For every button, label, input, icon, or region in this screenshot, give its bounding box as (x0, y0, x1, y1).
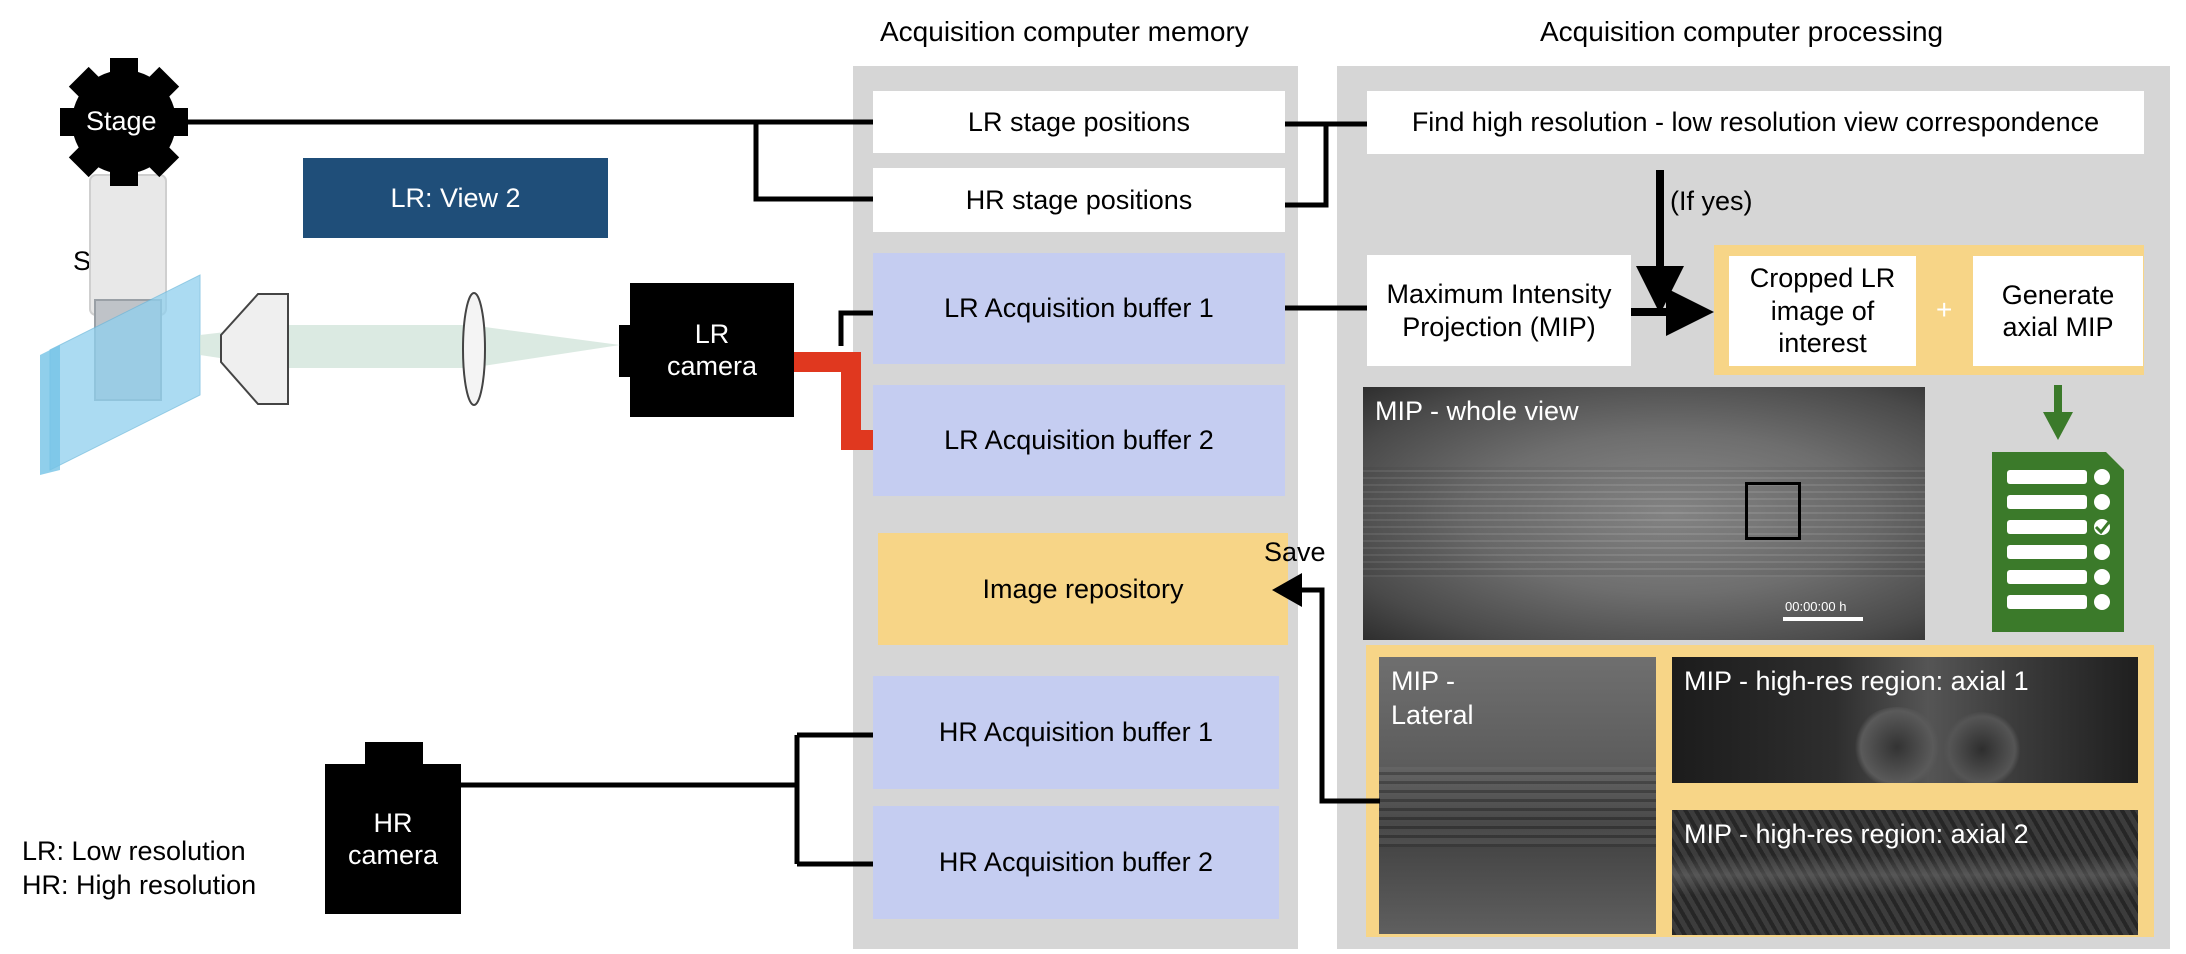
generate-axial-mip-box: Generate axial MIP (1973, 256, 2143, 366)
hr-stage-positions-box: HR stage positions (873, 168, 1285, 232)
lr-view-2-box: LR: View 2 (303, 158, 608, 238)
mip-axial-1-image: MIP - high-res region: axial 1 (1672, 657, 2138, 783)
mip-box: Maximum Intensity Projection (MIP) (1367, 255, 1631, 366)
save-arrow (1295, 587, 1380, 804)
save-label: Save (1264, 537, 1326, 567)
mip-axial-2-image: MIP - high-res region: axial 2 (1672, 810, 2138, 935)
processing-header: Acquisition computer processing (1540, 16, 1944, 47)
scale-bar (1783, 617, 1863, 621)
objective-lens (220, 293, 289, 405)
find-correspondence-box: Find high resolution - low resolution vi… (1367, 91, 2144, 154)
stage-gear-icon (60, 58, 188, 186)
plus-sign: + (1936, 294, 1953, 325)
timestamp-label: 00:00:00 h (1785, 599, 1847, 614)
hr-camera: HR camera (325, 764, 461, 914)
light-path (200, 325, 620, 368)
lr-camera-mount (619, 325, 633, 377)
mip-axial-1-label: MIP - high-res region: axial 1 (1684, 666, 2029, 696)
legend-hr: HR: High resolution (22, 870, 257, 900)
if-yes-label: (If yes) (1670, 186, 1753, 216)
hr-camera-mount (365, 742, 423, 768)
memory-header: Acquisition computer memory (880, 16, 1249, 47)
lr-stage-positions-box: LR stage positions (873, 91, 1285, 153)
mip-lateral-label: MIP - Lateral (1391, 666, 1474, 730)
green-arrowhead (2043, 412, 2073, 440)
image-repository-box: Image repository (878, 533, 1288, 645)
hr-acquisition-buffer-1: HR Acquisition buffer 1 (873, 676, 1279, 789)
save-arrowhead (1272, 573, 1302, 607)
hr-acquisition-buffer-2: HR Acquisition buffer 2 (873, 806, 1279, 919)
mip-whole-view-image: MIP - whole view 00:00:00 h (1363, 387, 1925, 640)
tube-lens (462, 292, 486, 406)
mip-axial-2-label: MIP - high-res region: axial 2 (1684, 819, 2029, 849)
hr-camera-label: HR camera (347, 807, 439, 870)
lr-acquisition-buffer-1: LR Acquisition buffer 1 (873, 253, 1285, 364)
lr-view-2-label: LR: View 2 (390, 182, 521, 213)
legend-lr: LR: Low resolution (22, 836, 246, 866)
lr-buffer-link (794, 352, 873, 450)
mip-lateral-image: MIP - Lateral (1379, 657, 1656, 934)
cropped-lr-box: Cropped LR image of interest (1729, 256, 1916, 366)
lr-acquisition-buffer-2: LR Acquisition buffer 2 (873, 385, 1285, 496)
lr-camera-label: LR camera (666, 318, 758, 381)
roi-box (1745, 482, 1801, 540)
mip-whole-view-label: MIP - whole view (1375, 396, 1579, 426)
lr-camera: LR camera (630, 283, 794, 417)
sample-chamber (40, 174, 201, 475)
checklist-icon (1992, 452, 2124, 632)
stage-label: Stage (86, 106, 157, 136)
